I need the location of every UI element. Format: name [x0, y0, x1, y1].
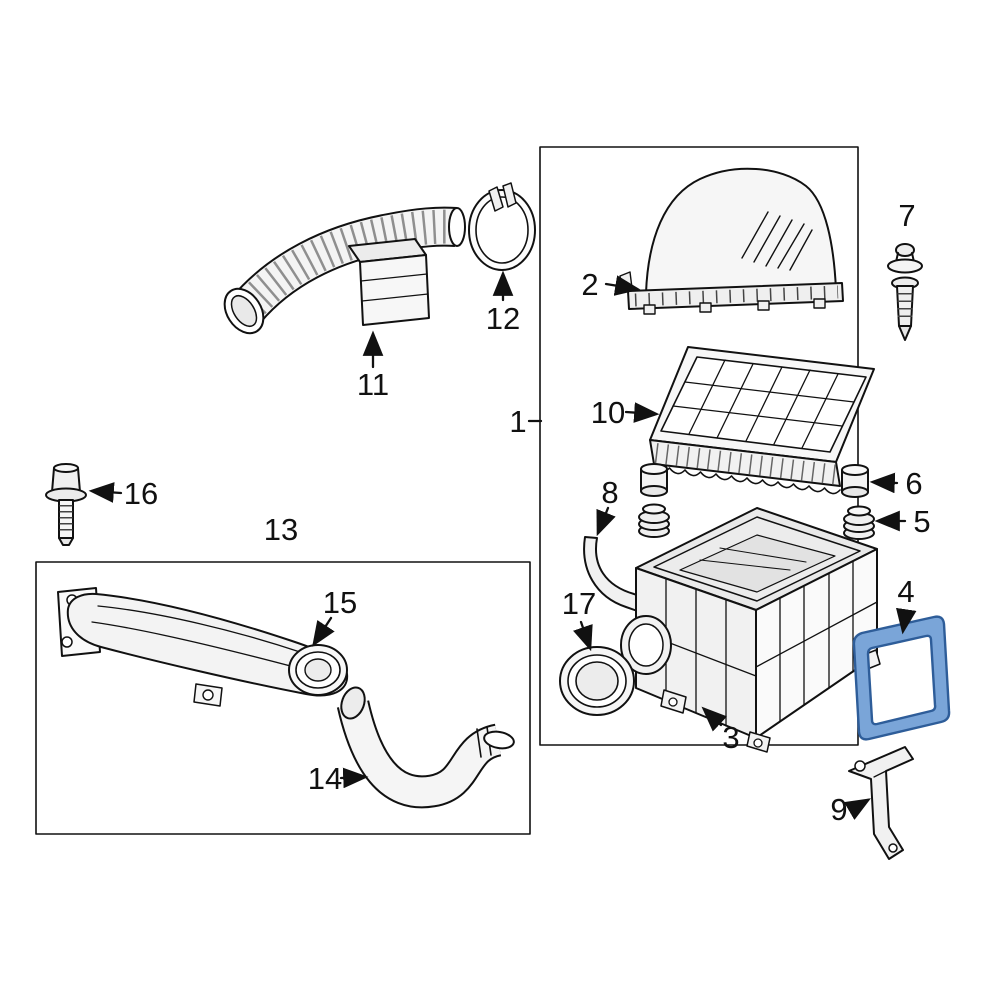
- callout-1: 1: [509, 404, 526, 439]
- resonator-box: [348, 238, 430, 326]
- duct-group-box: [35, 561, 531, 835]
- air-filter-element: [649, 346, 875, 495]
- cover-flange: [627, 282, 844, 310]
- leader-arrow-10: [624, 402, 660, 423]
- hose-outlet-cap: [448, 207, 466, 247]
- leader-arrow-2: [604, 275, 641, 296]
- leader-arrow-15: [312, 616, 335, 647]
- insulator-left-upper: [640, 463, 668, 497]
- intake-hose: [223, 206, 466, 335]
- support-bracket: [848, 746, 914, 860]
- callout-16: 16: [124, 476, 158, 511]
- insulator-left-lower: [638, 503, 670, 538]
- leader-arrows: [88, 270, 917, 820]
- leader-arrow-8: [596, 506, 616, 537]
- flange-bolt: [45, 463, 87, 546]
- callout-17: 17: [562, 586, 596, 621]
- leader-arrow-17: [573, 620, 593, 652]
- housing-seal-highlighted: [852, 615, 951, 741]
- seal-frame: [852, 615, 951, 741]
- assembly-group-box: [539, 146, 859, 746]
- callout-10: 10: [591, 395, 625, 430]
- coupling-ring: [559, 646, 635, 716]
- air-duct: [57, 587, 349, 707]
- leader-arrow-3: [701, 706, 728, 732]
- leader-arrow-16: [88, 482, 123, 503]
- callout-2: 2: [581, 267, 598, 302]
- insulator-5: [843, 505, 875, 540]
- leader-arrow-6: [869, 472, 899, 494]
- callout-15: 15: [323, 585, 357, 620]
- air-cleaner-lower-housing: [620, 507, 881, 753]
- callout-8: 8: [601, 475, 618, 510]
- outlet-hose: [336, 686, 515, 809]
- insulator-6: [841, 464, 869, 498]
- leader-arrow-9: [843, 798, 871, 820]
- callout-14: 14: [308, 761, 342, 796]
- callout-5: 5: [913, 504, 930, 539]
- callout-9: 9: [830, 792, 847, 827]
- air-cleaner-cover: [619, 167, 844, 315]
- push-pin-fastener: [887, 243, 923, 341]
- callout-3: 3: [722, 720, 739, 755]
- hose-corrugations: [233, 209, 457, 322]
- leader-arrow-4: [896, 607, 917, 635]
- callout-7: 7: [898, 198, 915, 233]
- filter-seal-wave: [653, 465, 841, 495]
- callout-12: 12: [486, 301, 520, 336]
- callout-6: 6: [905, 466, 922, 501]
- hose-clamp: [468, 182, 536, 271]
- callout-11: 11: [357, 367, 389, 402]
- filter-pleats-face: [649, 439, 841, 487]
- leader-arrow-14: [339, 767, 369, 789]
- callout-4: 4: [897, 574, 914, 609]
- callout-13: 13: [264, 512, 298, 547]
